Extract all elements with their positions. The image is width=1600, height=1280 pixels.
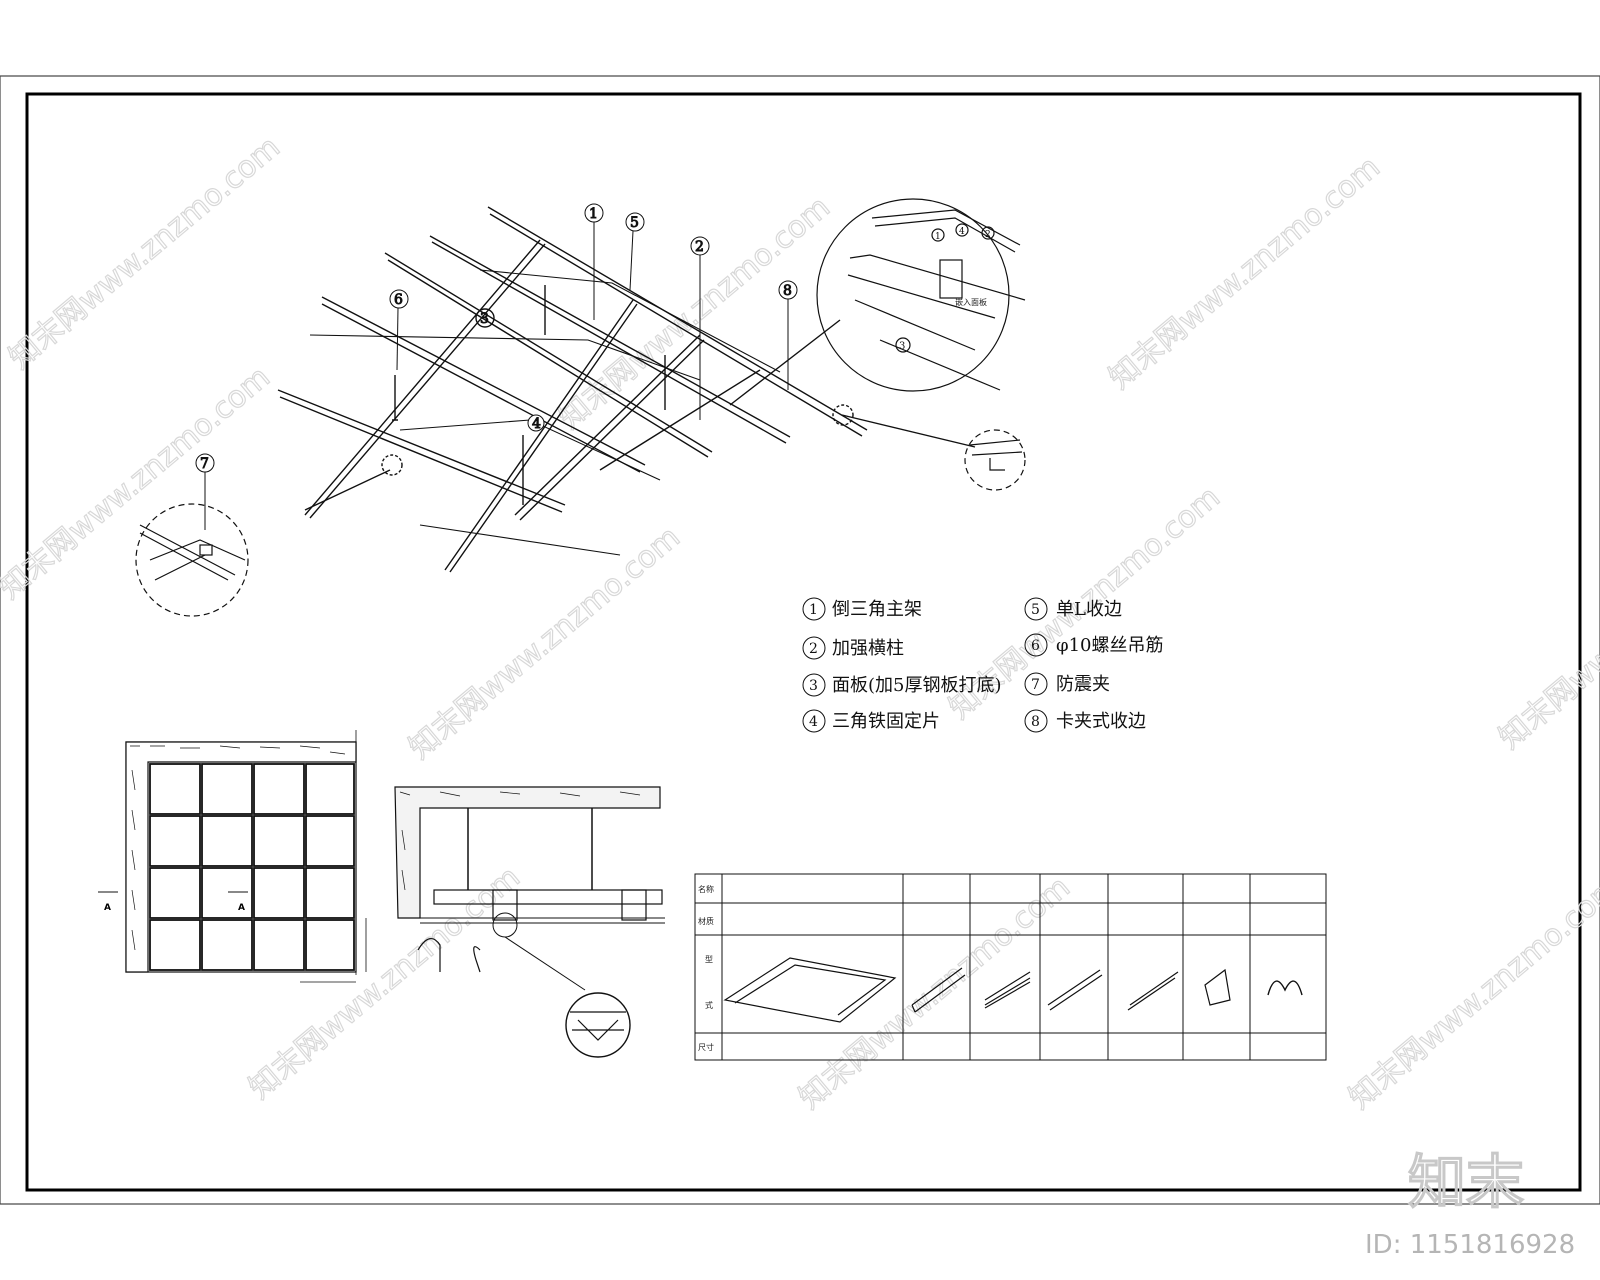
svg-text:防震夹: 防震夹 [1056, 674, 1110, 695]
svg-text:7: 7 [200, 456, 209, 472]
watermark-text: 知末网www.znzmo.com [1343, 870, 1600, 1116]
iso-callouts: 1 5 2 8 6 3 4 7 [195, 203, 798, 530]
detail-marker-circle [475, 308, 495, 328]
legend-item: 4 三角铁固定片 [802, 709, 940, 733]
watermark-text: 知末网www.znzmo.com [3, 130, 287, 376]
svg-text:倒三角主架: 倒三角主架 [832, 599, 922, 620]
svg-text:8: 8 [1031, 714, 1040, 730]
svg-text:4: 4 [959, 227, 965, 237]
detail-edge-right [964, 429, 1026, 491]
legend-item: 8 卡夹式收边 [1024, 709, 1146, 733]
detail-section-top-labels: 1 4 2 3 嵌入面板 [899, 227, 991, 352]
id-label: ID: 1151816928 [1365, 1230, 1575, 1260]
svg-text:3: 3 [899, 341, 905, 352]
watermark-text: 知末网www.znzmo.com [553, 190, 837, 436]
section-mark-a-left: A [104, 903, 111, 913]
main-rails [277, 206, 868, 513]
svg-text:5: 5 [630, 215, 639, 231]
svg-text:1: 1 [589, 206, 598, 222]
callout-8: 8 [778, 280, 798, 390]
svg-text:4: 4 [809, 714, 818, 730]
detail-marker-circle [832, 404, 854, 426]
svg-text:5: 5 [1031, 602, 1040, 618]
ceiling-section [394, 786, 665, 1058]
legend-item: 7 防震夹 [1024, 672, 1110, 696]
sheet-outer-border [0, 75, 1600, 1205]
leader-line [304, 469, 391, 511]
callout-6: 6 [389, 289, 409, 371]
hanger-rods [392, 285, 666, 505]
svg-text:名称: 名称 [698, 884, 714, 894]
legend-item: 5 单L收边 [1024, 597, 1122, 621]
svg-text:6: 6 [1031, 638, 1040, 654]
legend-item: 1 倒三角主架 [802, 597, 922, 621]
svg-text:加强横柱: 加强横柱 [832, 638, 904, 659]
watermark-text: 知末网www.znzmo.com [403, 520, 687, 766]
detail-marker-circle [381, 454, 403, 476]
svg-text:1: 1 [809, 602, 818, 618]
brand-mark: 知末 [1408, 1148, 1524, 1216]
wall-hatch [130, 745, 346, 951]
svg-text:7: 7 [1031, 677, 1040, 693]
svg-text:三角铁固定片: 三角铁固定片 [832, 711, 940, 732]
section-mark-a-right: A [238, 903, 245, 913]
svg-text:1: 1 [935, 232, 941, 242]
svg-text:卡夹式收边: 卡夹式收边 [1056, 711, 1146, 732]
sheet-frame [25, 92, 1582, 1192]
svg-text:尺寸: 尺寸 [698, 1042, 714, 1052]
svg-text:式: 式 [705, 1000, 713, 1010]
detail-section-top [816, 198, 1026, 392]
svg-text:2: 2 [985, 230, 991, 240]
watermark-text: 知末网www.znzmo.com [0, 360, 277, 606]
svg-text:3: 3 [809, 678, 818, 694]
components-table-labels: 名称 材质 型 式 尺寸 [698, 884, 714, 1052]
callout-5: 5 [625, 212, 645, 291]
svg-text:2: 2 [809, 641, 818, 657]
callout-2: 2 [690, 236, 710, 420]
watermark-text: 知末网www.znzmo.com [793, 870, 1077, 1116]
isometric-ceiling-grid [277, 206, 976, 573]
svg-text:6: 6 [394, 292, 403, 308]
legend: 1 倒三角主架 2 加强横柱 3 面板(加5厚钢板打底) 4 三角铁固定片 5 … [802, 597, 1164, 733]
svg-text:型: 型 [705, 955, 713, 964]
callout-7: 7 [195, 453, 215, 530]
legend-item: 3 面板(加5厚钢板打底) [802, 673, 1002, 697]
svg-text:φ10螺丝吊筋: φ10螺丝吊筋 [1056, 635, 1164, 656]
callout-4: 4 [527, 414, 545, 433]
svg-text:面板(加5厚钢板打底): 面板(加5厚钢板打底) [832, 675, 1002, 696]
detail-clip-left [135, 503, 249, 617]
detail-note: 嵌入面板 [955, 297, 987, 307]
leader-line [729, 319, 841, 406]
svg-text:2: 2 [695, 239, 704, 255]
svg-text:4: 4 [532, 416, 541, 432]
watermark-text: 知末网www.znzmo.com [1103, 150, 1387, 396]
components-table [694, 873, 1327, 1061]
svg-text:材质: 材质 [698, 916, 714, 926]
leader-line [841, 414, 976, 448]
ceiling-plan [98, 730, 367, 983]
legend-item: 6 φ10螺丝吊筋 [1024, 633, 1164, 657]
plan-tiles [149, 763, 355, 971]
watermark-text: 知末网www.znzmo.com [1493, 510, 1600, 756]
svg-text:单L收边: 单L收边 [1056, 599, 1122, 620]
svg-text:8: 8 [783, 283, 792, 299]
callout-1: 1 [584, 203, 604, 320]
svg-text:3: 3 [480, 311, 489, 327]
legend-item: 2 加强横柱 [802, 636, 904, 660]
callout-3: 3 [480, 311, 490, 328]
